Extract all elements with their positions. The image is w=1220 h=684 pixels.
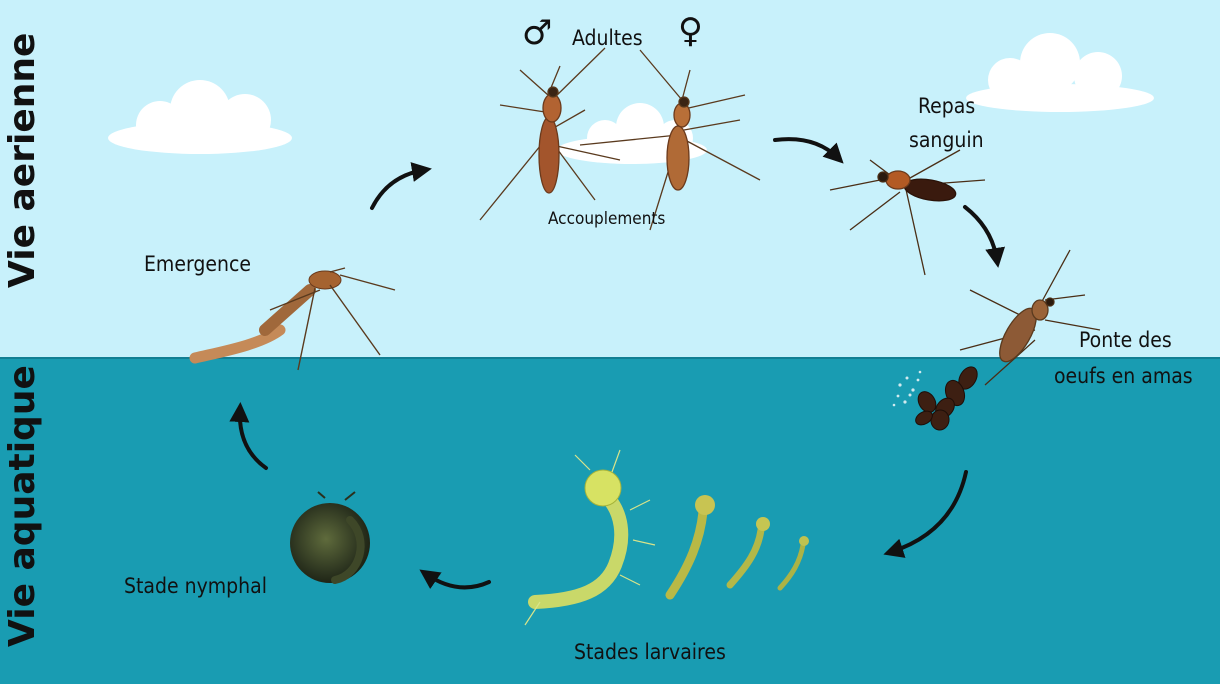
mating-label: Accouplements xyxy=(548,210,665,230)
blood-meal-label-line2: sanguin xyxy=(909,128,984,152)
water-zone-label: Vie aquatique xyxy=(2,417,46,647)
pupal-stage-label: Stade nymphal xyxy=(124,574,267,598)
emergence-label: Emergence xyxy=(144,252,251,276)
egg-laying-label-line2: oeufs en amas xyxy=(1054,364,1193,388)
egg-laying-label-line1: Ponte des xyxy=(1079,328,1172,352)
blood-meal-label-line1: Repas xyxy=(918,94,975,118)
adults-label: Adultes xyxy=(572,26,643,50)
water-zone xyxy=(0,358,1220,684)
air-zone-label: Vie aerienne xyxy=(2,98,46,288)
larval-stages-label: Stades larvaires xyxy=(574,640,726,664)
female-symbol: ♀ xyxy=(678,14,703,48)
male-symbol: ♂ xyxy=(522,16,552,50)
